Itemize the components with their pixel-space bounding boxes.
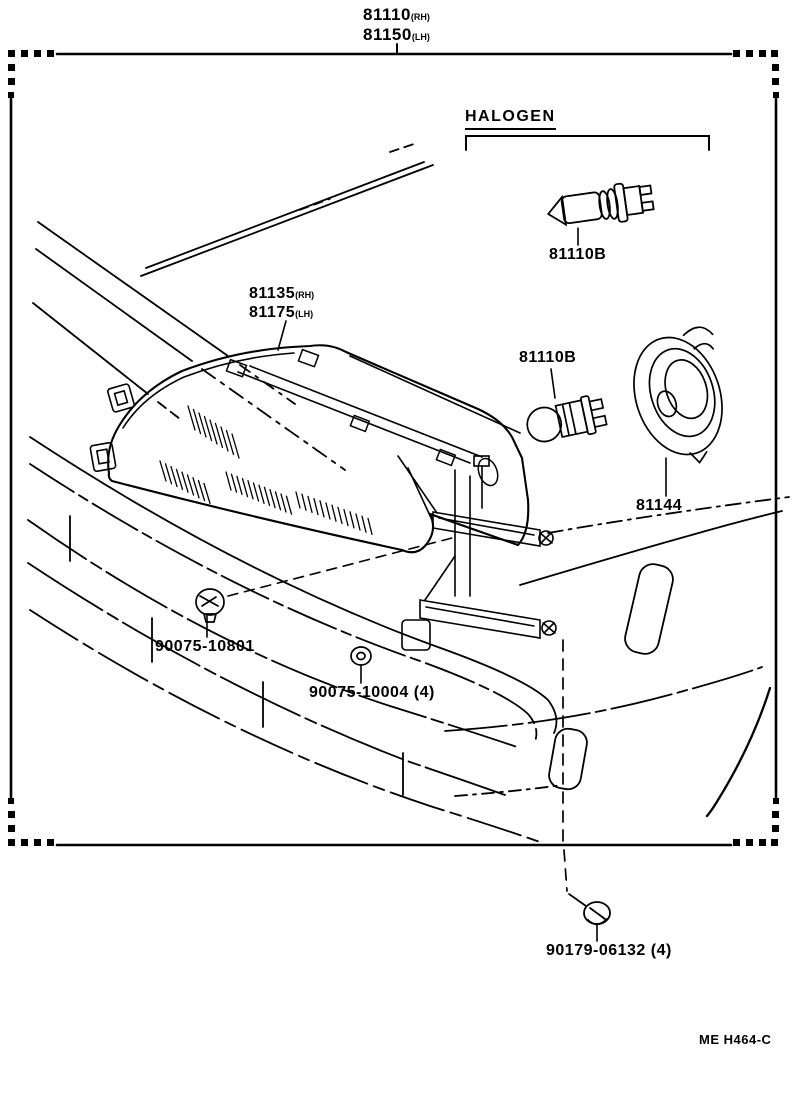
lens-leader (277, 320, 287, 351)
lens-part-numbers: 81135(RH) 81175(LH) (249, 285, 314, 323)
assembly-part-numbers: 81110(RH) 81150(LH) (363, 6, 430, 46)
assembly-number-lh: 81150(LH) (363, 25, 430, 44)
screw-label: 90179-06132 (4) (546, 942, 672, 959)
mount-nut-label: 90075-10004 (4) (309, 684, 435, 701)
halogen-bulb-label: 81110B (549, 246, 607, 263)
border-corner-dashes (8, 50, 779, 846)
figure-code: ME H464-C (699, 1032, 772, 1047)
screw-dashed-leader (562, 639, 587, 907)
socket-bulb-icon (526, 395, 608, 443)
halogen-section-label: HALOGEN (465, 108, 556, 130)
hood-edge-lines (32, 221, 346, 471)
lens-number-rh: 81135(RH) (249, 285, 315, 302)
screw-icon (583, 901, 611, 926)
side-bulb-label: 81110B (519, 349, 577, 366)
clip-nut-dashed-leader (227, 537, 453, 597)
fender-contour-lines (444, 496, 790, 818)
halogen-bracket (465, 135, 710, 151)
hood-front-edge (140, 143, 434, 277)
socket-bulb-leader (550, 368, 556, 399)
lens-hatching (159, 405, 373, 536)
bumper-contour-lines (27, 436, 558, 843)
mount-nut-icon (350, 646, 372, 666)
figure-border (9, 52, 778, 847)
clip-nut-label: 90075-10801 (155, 638, 255, 655)
seal-icon (633, 326, 723, 464)
assembly-number-rh: 81110(RH) (363, 5, 430, 24)
headlamp-unit-drawing (89, 344, 530, 554)
clip-nut-icon (195, 588, 225, 623)
lens-number-lh: 81175(LH) (249, 304, 314, 321)
mounting-bracket-drawing (397, 455, 557, 651)
halogen-bulb-icon (546, 182, 655, 227)
seal-label: 81144 (636, 497, 683, 514)
